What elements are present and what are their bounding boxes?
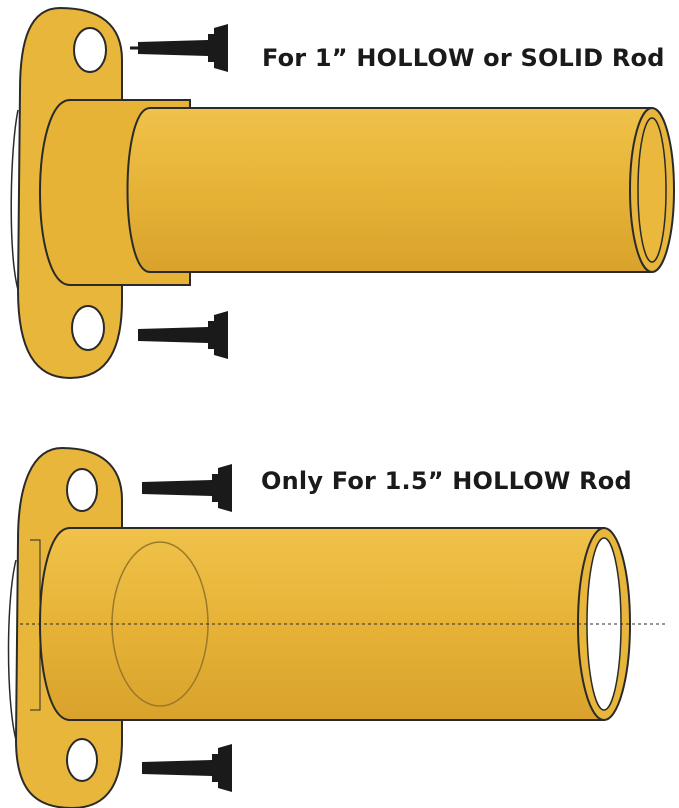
bottom-bracket xyxy=(7,446,665,808)
screw-icon xyxy=(142,744,232,792)
top-bracket xyxy=(10,6,675,380)
bottom-flange-hole-lower xyxy=(66,738,98,782)
top-flange-hole-lower xyxy=(71,305,105,351)
bottom-flange-hole-upper xyxy=(66,468,98,512)
screw-icon xyxy=(130,24,228,72)
top-tube xyxy=(126,107,653,273)
top-flange-hole-upper xyxy=(73,27,107,73)
screw-icon xyxy=(138,311,228,359)
screw-icon xyxy=(142,464,232,512)
bottom-caption: Only For 1.5” HOLLOW Rod xyxy=(261,467,632,495)
top-caption: For 1” HOLLOW or SOLID Rod xyxy=(262,44,665,72)
